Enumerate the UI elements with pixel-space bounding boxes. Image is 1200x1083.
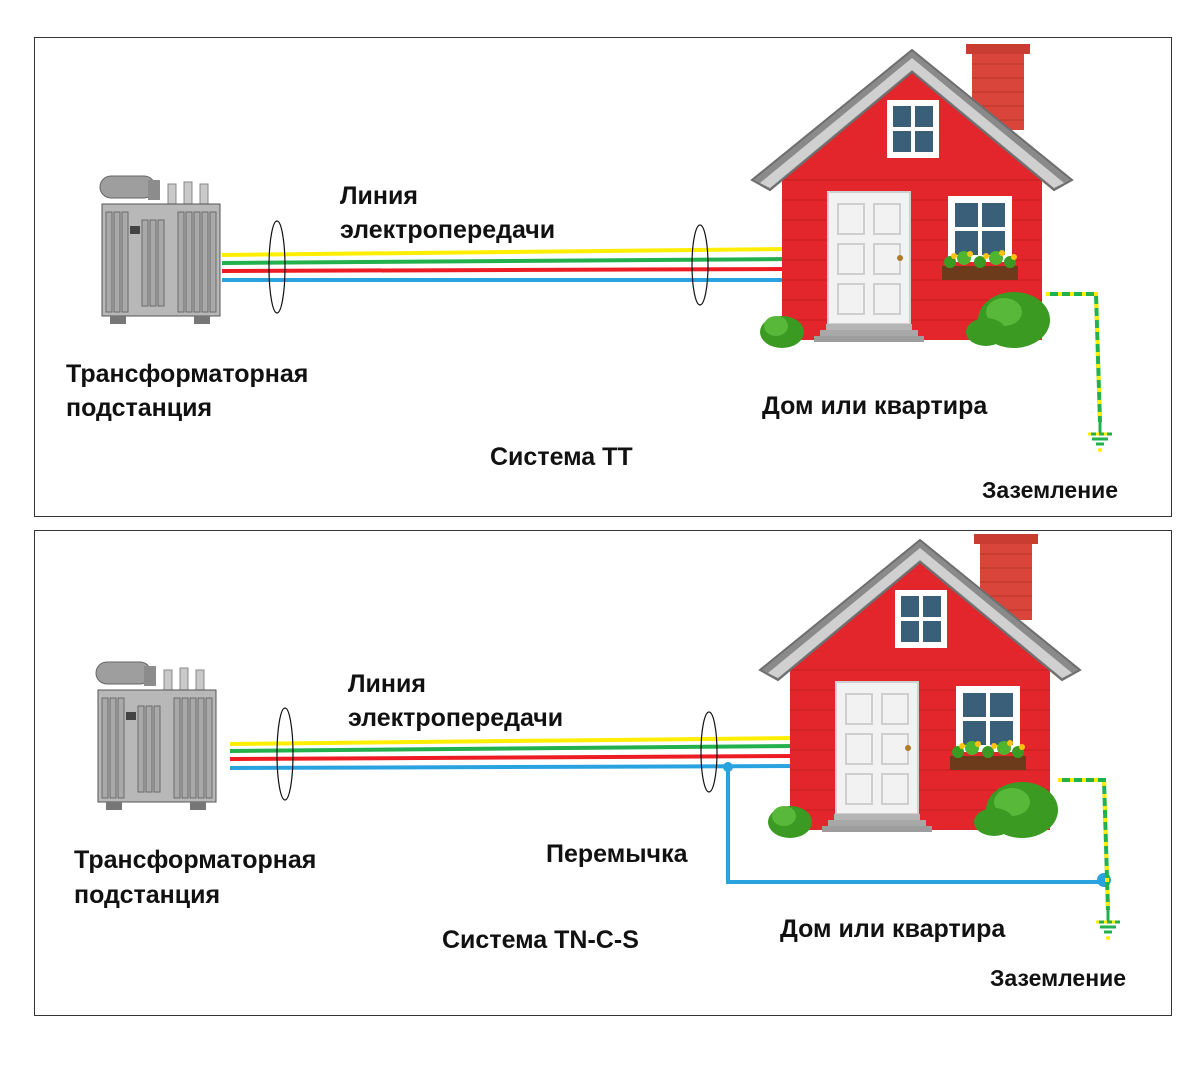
ground-wire bbox=[1058, 778, 1110, 911]
line-label-2: электропередачи bbox=[348, 704, 563, 732]
cable-clamp-icon bbox=[276, 707, 294, 801]
house-label: Дом или квартира bbox=[762, 392, 988, 420]
ground-symbol-icon bbox=[1094, 908, 1122, 942]
transformer-icon bbox=[95, 661, 217, 811]
cable-clamp-icon bbox=[691, 224, 709, 306]
ground-label: Заземление bbox=[990, 965, 1126, 991]
power-line-wires bbox=[229, 736, 797, 770]
line-label-1: Линия bbox=[340, 182, 418, 210]
ground-label: Заземление bbox=[982, 477, 1118, 503]
power-line-wires bbox=[221, 247, 791, 282]
jumper-label: Перемычка bbox=[546, 840, 689, 868]
cable-clamp-icon bbox=[268, 220, 286, 314]
line-label-2: электропередачи bbox=[340, 216, 555, 244]
house-icon bbox=[750, 42, 1074, 350]
substation-label-2: подстанция bbox=[74, 881, 220, 909]
ground-wire bbox=[1046, 292, 1102, 423]
jumper-node bbox=[723, 762, 733, 772]
substation-label-1: Трансформаторная bbox=[74, 846, 316, 874]
tt-diagram: Линия электропередачи Трансформаторная п… bbox=[66, 42, 1118, 503]
substation-label-1: Трансформаторная bbox=[66, 360, 308, 388]
system-label: Система ТТ bbox=[490, 443, 633, 471]
transformer-icon bbox=[99, 175, 221, 325]
cable-clamp-icon bbox=[700, 711, 718, 793]
line-label-1: Линия bbox=[348, 670, 426, 698]
tncs-diagram: Линия электропередачи Трансформаторная п… bbox=[74, 532, 1126, 991]
system-label: Система TN-C-S bbox=[442, 926, 639, 954]
substation-label-2: подстанция bbox=[66, 394, 212, 422]
ground-symbol-icon bbox=[1086, 420, 1114, 454]
jumper-wire bbox=[726, 767, 1104, 884]
house-icon bbox=[758, 532, 1082, 840]
house-label: Дом или квартира bbox=[780, 915, 1006, 943]
